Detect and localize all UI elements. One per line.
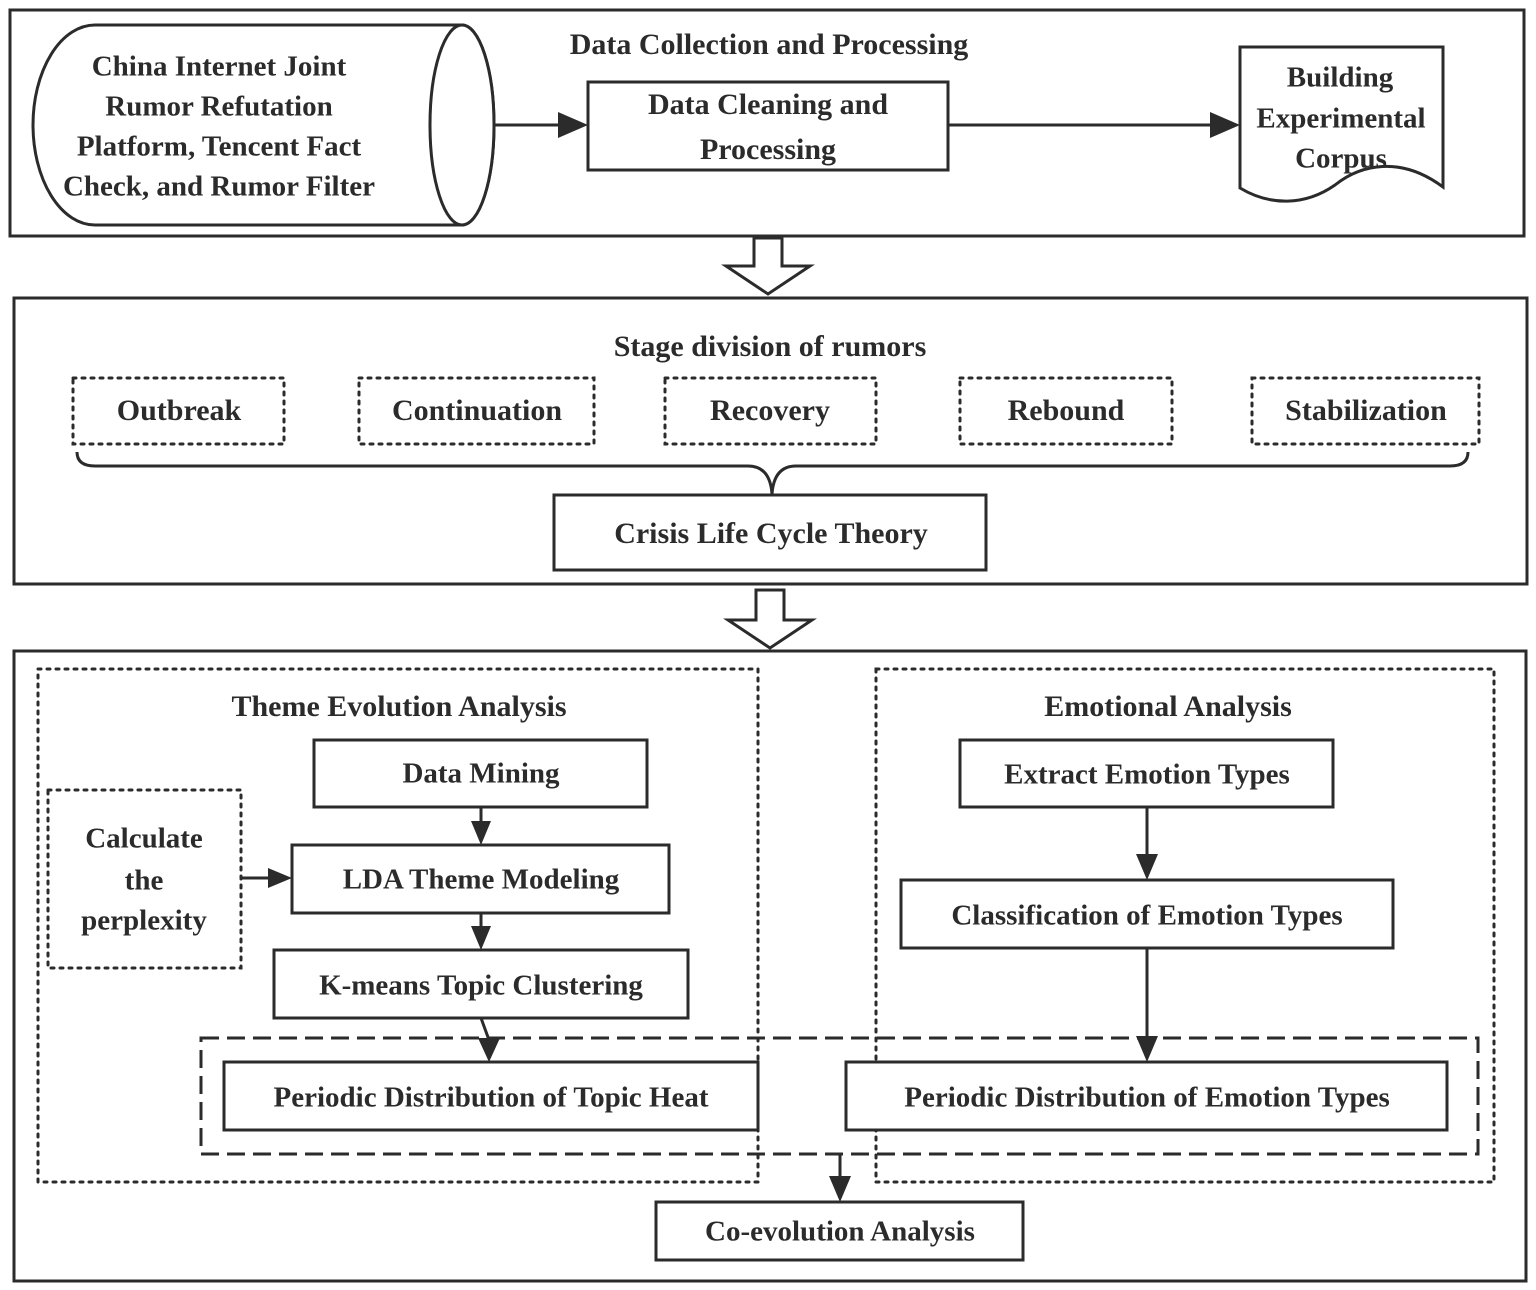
- arrow-to-emotion-distribution: [1136, 1036, 1158, 1062]
- data-mining-box: [312, 738, 649, 809]
- source-platforms-line-2: Rumor Refutation: [105, 91, 332, 123]
- stage-outbreak-box: [71, 376, 286, 446]
- crisis-life-cycle-box: [552, 493, 988, 572]
- section-data-collection-title: Data Collection and Processing: [570, 28, 969, 61]
- stage-continuation-label: Continuation: [392, 394, 562, 427]
- section-stage-division-frame: [12, 296, 1529, 586]
- stage-outbreak-label: Outbreak: [117, 394, 242, 427]
- classification-emotion-box: [899, 878, 1395, 950]
- stage-continuation-box: [357, 376, 596, 446]
- stage-rebound-box: [958, 376, 1174, 446]
- data-cleaning-box: [586, 80, 950, 172]
- emotional-analysis-title: Emotional Analysis: [1044, 690, 1292, 723]
- flow-arrow-down-1: [721, 236, 815, 296]
- perplexity-line-3: perplexity: [81, 905, 207, 937]
- periodic-emotion-types-label: Periodic Distribution of Emotion Types: [904, 1082, 1390, 1114]
- arrow-to-classification: [1136, 854, 1158, 880]
- arrow-to-kmeans: [471, 926, 491, 950]
- perplexity-line-1: Calculate: [85, 823, 203, 855]
- source-platforms-line-3: Platform, Tencent Fact: [77, 131, 362, 163]
- arrow-to-coevolution: [829, 1176, 851, 1202]
- stage-stabilization-box: [1250, 376, 1481, 446]
- extract-emotion-box: [958, 738, 1335, 809]
- periodic-topic-heat-label: Periodic Distribution of Topic Heat: [274, 1082, 709, 1114]
- kmeans-clustering-label: K-means Topic Clustering: [319, 970, 643, 1002]
- corpus-line-2: Experimental: [1256, 103, 1425, 135]
- extract-emotion-label: Extract Emotion Types: [1004, 759, 1290, 791]
- stage-recovery-label: Recovery: [710, 394, 830, 427]
- source-platforms-line-4: Check, and Rumor Filter: [63, 171, 375, 203]
- stage-recovery-box: [663, 376, 878, 446]
- coevolution-box: [654, 1200, 1025, 1262]
- stages-curly-brace: [75, 451, 1470, 495]
- data-cleaning-line-2: Processing: [700, 133, 836, 166]
- data-cleaning-line-1: Data Cleaning and: [648, 88, 888, 121]
- lda-modeling-label: LDA Theme Modeling: [343, 864, 620, 896]
- perplexity-line-2: the: [125, 865, 164, 897]
- source-database-cylinder: [31, 23, 496, 227]
- periodic-topic-heat-box: [222, 1060, 760, 1132]
- section-stage-division-title: Stage division of rumors: [614, 330, 927, 363]
- source-platforms-line-1: China Internet Joint: [92, 51, 347, 83]
- theme-evolution-region: [36, 667, 760, 1184]
- lda-modeling-box: [290, 843, 671, 915]
- stage-stabilization-label: Stabilization: [1285, 394, 1447, 427]
- periodic-emotion-types-box: [844, 1060, 1449, 1132]
- section-analysis-frame: [12, 649, 1528, 1283]
- experimental-corpus-document: [1238, 45, 1445, 203]
- section-data-collection-frame: [8, 8, 1526, 238]
- crisis-life-cycle-label: Crisis Life Cycle Theory: [614, 517, 928, 550]
- arrow-to-cleaning: [558, 112, 588, 138]
- arrow-to-topic-heat: [478, 1038, 500, 1062]
- theme-evolution-title: Theme Evolution Analysis: [231, 690, 566, 723]
- arrow-to-corpus: [1210, 112, 1240, 138]
- arrow-perplexity-to-lda: [268, 868, 292, 888]
- classification-emotion-label: Classification of Emotion Types: [951, 900, 1342, 932]
- arrow-to-lda: [471, 821, 491, 845]
- flow-arrow-down-2: [723, 588, 817, 650]
- emotional-analysis-region: [874, 667, 1496, 1184]
- coevolution-label: Co-evolution Analysis: [705, 1216, 975, 1248]
- corpus-line-3: Corpus: [1295, 143, 1387, 175]
- stage-rebound-label: Rebound: [1008, 394, 1125, 427]
- corpus-line-1: Building: [1287, 62, 1394, 94]
- data-mining-label: Data Mining: [402, 758, 560, 790]
